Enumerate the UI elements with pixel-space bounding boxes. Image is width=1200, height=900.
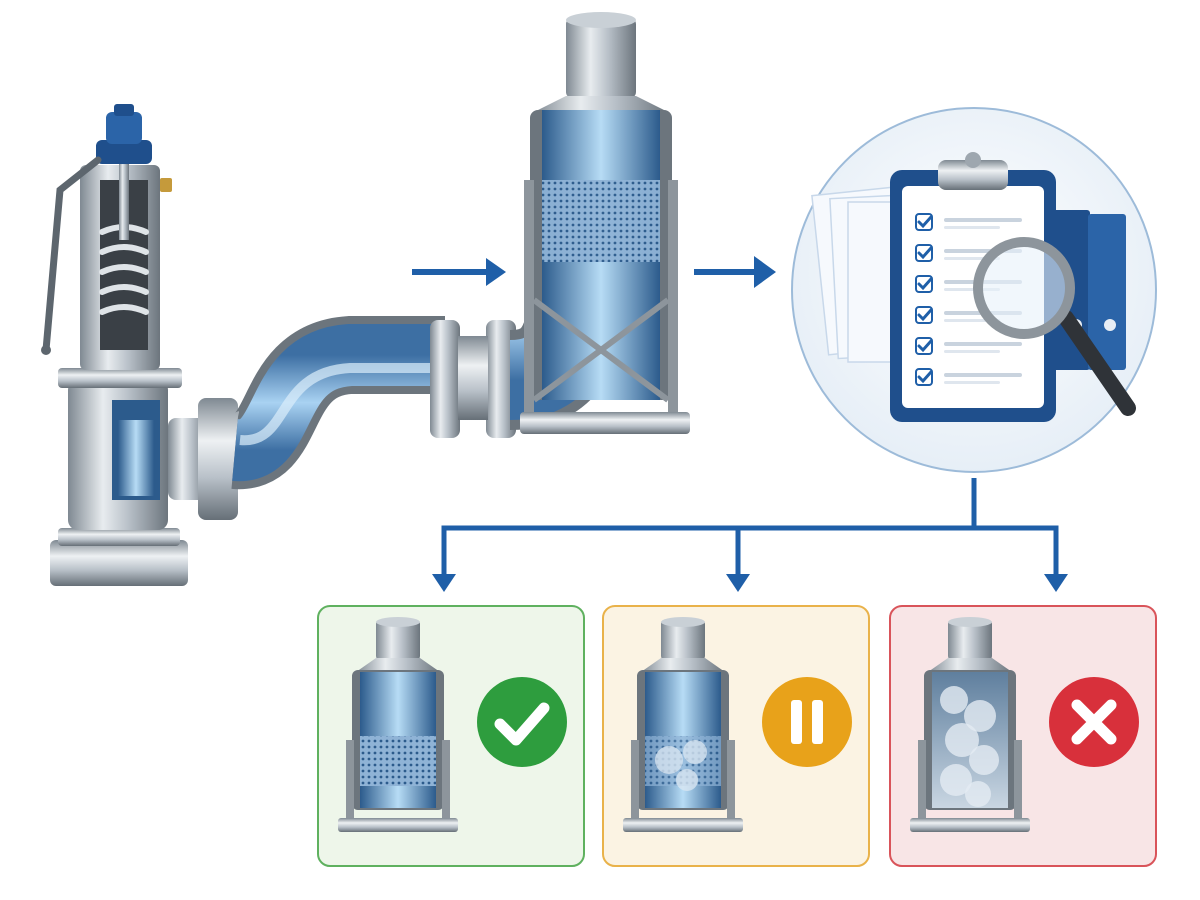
arrow-right-icon	[694, 256, 776, 288]
silencer-clogged-icon	[910, 617, 1030, 832]
safety-valve-cutaway-icon	[41, 104, 238, 586]
check-circle-icon	[477, 677, 567, 767]
arrow-down-icon	[726, 574, 750, 592]
checklist-row	[915, 368, 1022, 386]
checkbox-checked-icon	[915, 306, 933, 324]
arrow-down-icon	[432, 574, 456, 592]
branch-connector	[441, 478, 1059, 574]
x-circle-icon	[1049, 677, 1139, 767]
outcome-fail-panel	[889, 605, 1157, 867]
silencer-clean-icon	[338, 617, 458, 832]
outcome-pass-panel	[317, 605, 585, 867]
arrow-right-icon	[412, 258, 506, 286]
clipboard-checklist-magnifier-icon	[791, 107, 1157, 473]
checklist-row	[915, 337, 1022, 355]
checkbox-checked-icon	[915, 213, 933, 231]
checkbox-checked-icon	[915, 275, 933, 293]
silencer-partial-icon	[623, 617, 743, 832]
checkbox-checked-icon	[915, 368, 933, 386]
magnifier-icon	[973, 237, 1136, 416]
silencer-vessel-cutaway-icon	[520, 12, 690, 434]
checklist-row	[915, 213, 1022, 231]
checkbox-checked-icon	[915, 337, 933, 355]
outcome-hold-panel	[602, 605, 870, 867]
arrow-down-icon	[1044, 574, 1068, 592]
pause-circle-icon	[762, 677, 852, 767]
checkbox-checked-icon	[915, 244, 933, 262]
